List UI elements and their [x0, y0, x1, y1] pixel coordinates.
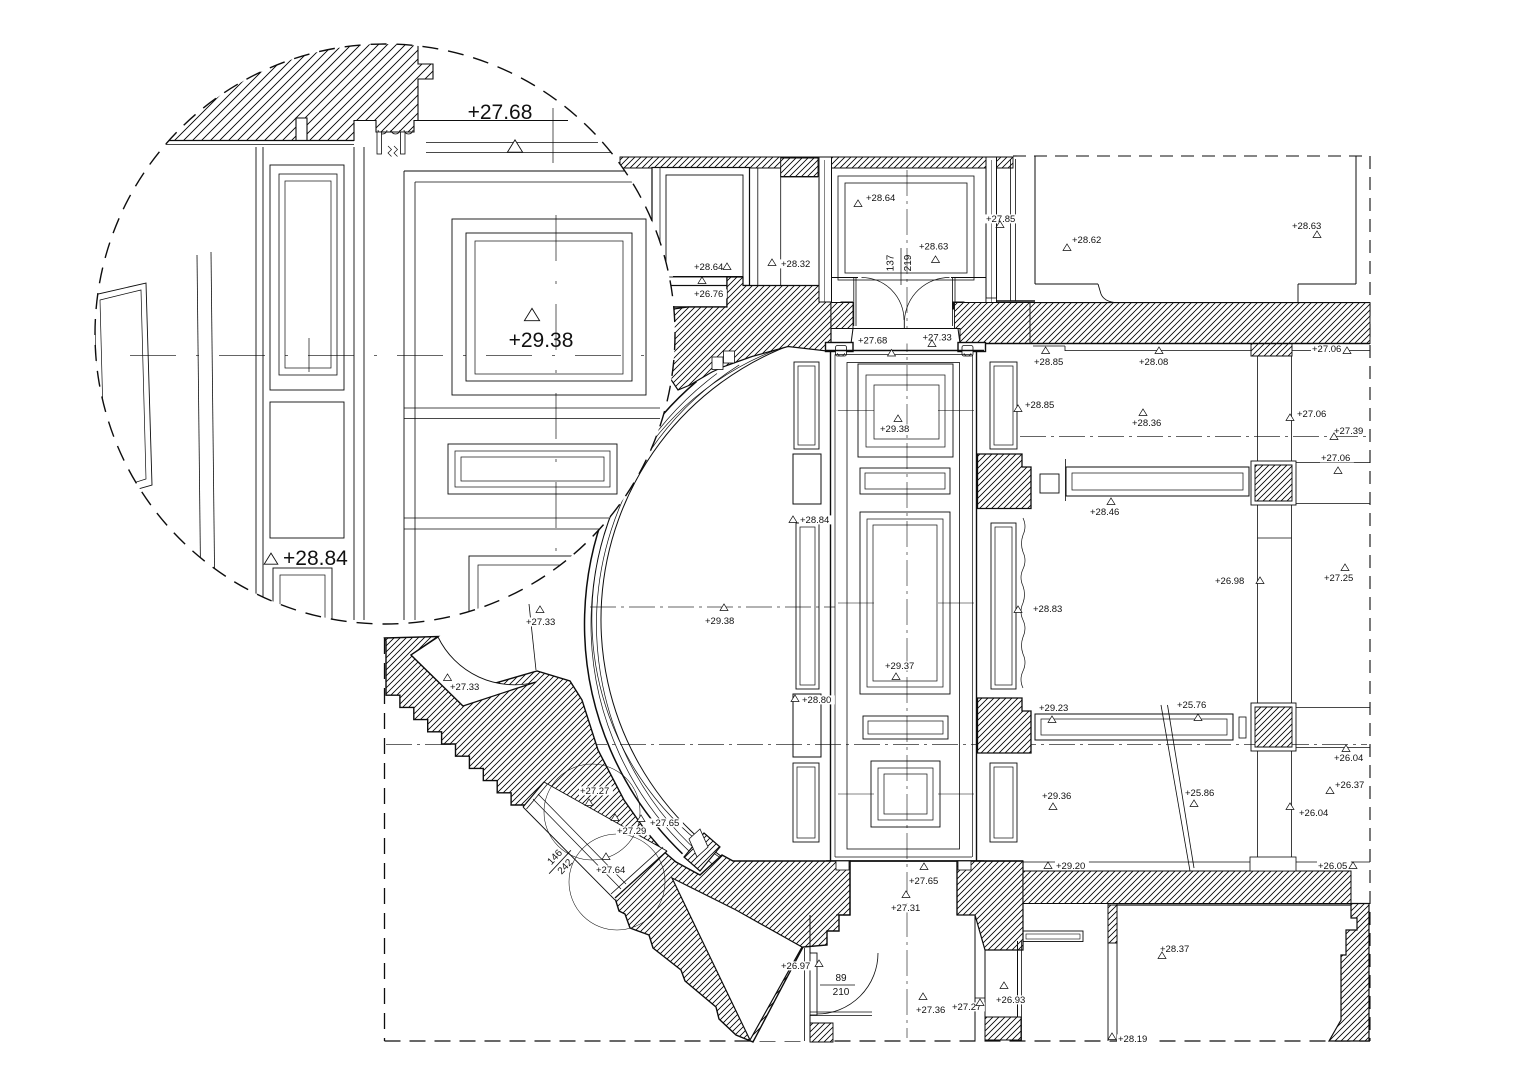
svg-text:+29.38: +29.38 — [880, 424, 909, 435]
svg-text:+28.85: +28.85 — [1034, 357, 1063, 368]
svg-text:+26.04: +26.04 — [1299, 808, 1328, 819]
svg-text:+28.64: +28.64 — [694, 262, 723, 273]
svg-text:+28.84: +28.84 — [283, 547, 348, 570]
svg-text:+28.64: +28.64 — [866, 193, 895, 204]
svg-text:137: 137 — [886, 254, 897, 271]
svg-text:+29.38: +29.38 — [705, 616, 734, 627]
svg-text:+28.19: +28.19 — [1118, 1034, 1147, 1045]
svg-text:+27.85: +27.85 — [986, 214, 1015, 225]
svg-text:+26.04: +26.04 — [1334, 753, 1363, 764]
svg-text:+28.08: +28.08 — [1139, 357, 1168, 368]
svg-text:+29.36: +29.36 — [1042, 791, 1071, 802]
svg-text:+27.68: +27.68 — [858, 336, 887, 347]
svg-text:+27.36: +27.36 — [916, 1005, 945, 1016]
svg-text:+27.27: +27.27 — [580, 786, 609, 797]
svg-text:+27.31: +27.31 — [891, 903, 920, 914]
svg-text:+28.62: +28.62 — [1072, 235, 1101, 246]
svg-text:+27.39: +27.39 — [1334, 426, 1363, 437]
svg-text:+29.38: +29.38 — [509, 329, 574, 352]
svg-text:+29.37: +29.37 — [885, 661, 914, 672]
svg-text:+26.37: +26.37 — [1335, 780, 1364, 791]
svg-text:+27.33: +27.33 — [450, 682, 479, 693]
svg-text:+27.06: +27.06 — [1312, 344, 1341, 355]
svg-text:+28.37: +28.37 — [1160, 944, 1189, 955]
svg-text:+28.85: +28.85 — [1025, 400, 1054, 411]
svg-text:+27.25: +27.25 — [1324, 573, 1353, 584]
svg-text:+28.63: +28.63 — [919, 242, 948, 253]
svg-text:+26.98: +26.98 — [1215, 576, 1244, 587]
svg-text:+26.97: +26.97 — [781, 961, 810, 972]
svg-text:+28.83: +28.83 — [1033, 604, 1062, 615]
svg-text:+28.46: +28.46 — [1090, 507, 1119, 518]
svg-text:+28.84: +28.84 — [800, 515, 829, 526]
svg-text:+27.65: +27.65 — [650, 818, 679, 829]
svg-text:+28.32: +28.32 — [781, 259, 810, 270]
svg-text:+26.93: +26.93 — [996, 995, 1025, 1006]
svg-text:+25.86: +25.86 — [1185, 788, 1214, 799]
svg-text:+27.27: +27.27 — [952, 1002, 981, 1013]
svg-text:+26.76: +26.76 — [694, 289, 723, 300]
svg-text:+29.23: +29.23 — [1039, 703, 1068, 714]
svg-text:210: 210 — [833, 987, 850, 998]
svg-text:+27.65: +27.65 — [909, 876, 938, 887]
svg-text:+27.68: +27.68 — [468, 101, 533, 124]
svg-text:+28.63: +28.63 — [1292, 221, 1321, 232]
svg-text:+28.36: +28.36 — [1132, 418, 1161, 429]
svg-text:+27.64: +27.64 — [596, 865, 625, 876]
svg-text:+27.33: +27.33 — [923, 332, 952, 343]
svg-text:89: 89 — [835, 973, 847, 984]
svg-text:+27.29: +27.29 — [617, 826, 646, 837]
svg-text:219: 219 — [903, 254, 914, 271]
svg-text:+29.20: +29.20 — [1056, 861, 1085, 872]
svg-text:+28.80: +28.80 — [802, 695, 831, 706]
svg-text:+27.06: +27.06 — [1297, 409, 1326, 420]
svg-text:+26.05: +26.05 — [1318, 861, 1347, 872]
svg-text:+27.06: +27.06 — [1321, 453, 1350, 464]
svg-text:+25.76: +25.76 — [1177, 700, 1206, 711]
svg-text:+27.33: +27.33 — [526, 617, 555, 628]
